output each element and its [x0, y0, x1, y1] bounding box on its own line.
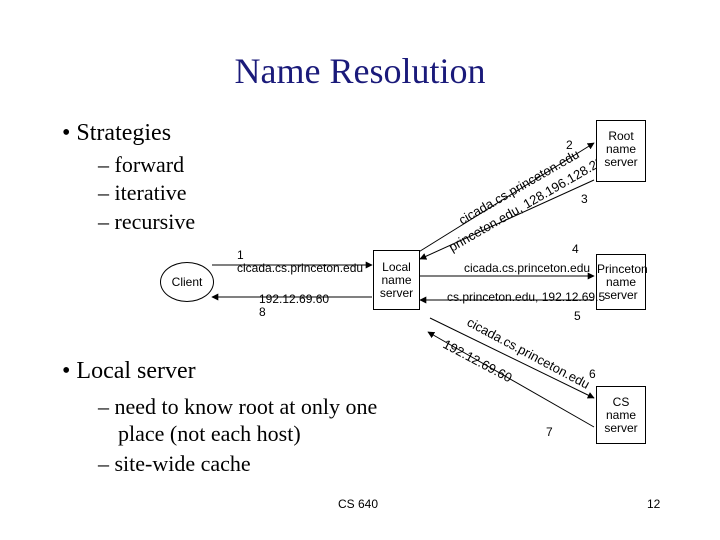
- step-5-number: 5: [574, 309, 581, 323]
- root-label-3: server: [604, 155, 638, 169]
- arrow-local-to-cs: [429, 317, 595, 399]
- step-6-number: 6: [589, 367, 596, 381]
- sub-bullet-cache: – site-wide cache: [98, 451, 251, 476]
- step-3-number: 3: [581, 192, 588, 206]
- step-4-label: cicada.cs.princeton.edu: [464, 261, 591, 275]
- princeton-label-2: name: [605, 275, 637, 289]
- step-7-number: 7: [546, 425, 553, 439]
- arrow-root-to-local: [419, 179, 595, 260]
- client-label: Client: [171, 275, 203, 289]
- local-label-2: name: [381, 273, 412, 287]
- step-4-number: 4: [572, 242, 579, 256]
- step-1-number: 1: [237, 248, 244, 262]
- local-name-server: Local name server: [373, 250, 420, 310]
- client-node: Client: [160, 262, 214, 302]
- cs-label-2: name: [605, 408, 637, 422]
- footer-course: CS 640: [338, 497, 379, 511]
- sub-bullet-recursive: – recursive: [98, 209, 196, 234]
- sub-bullet-need-root-cont: place (not each host): [118, 421, 301, 446]
- step-8-address: 192.12.69.60: [259, 292, 330, 306]
- arrow-local-to-root: [416, 142, 595, 254]
- step-2-number: 2: [566, 138, 573, 152]
- step-5-label: cs.princeton.edu, 192.12.69.5: [447, 290, 606, 304]
- step-8-number: 8: [259, 305, 266, 319]
- sub-bullet-need-root: – need to know root at only one: [98, 394, 378, 419]
- page-number: 12: [647, 497, 661, 511]
- root-name-server: Root name server: [596, 120, 646, 182]
- cs-label-3: server: [604, 421, 638, 435]
- local-label-3: server: [379, 286, 414, 300]
- princeton-name-server: Princeton name server: [596, 254, 648, 310]
- page-title: Name Resolution: [234, 51, 486, 91]
- bullet-local-server: • Local server: [62, 358, 196, 384]
- step-6-label: cicada.cs.princeton.edu: [465, 314, 593, 391]
- cs-name-server: CS name server: [596, 386, 646, 444]
- princeton-label-1: Princeton: [597, 262, 648, 276]
- bullet-strategies: • Strategies: [62, 120, 172, 146]
- step-1-label: cicada.cs.princeton.edu: [237, 261, 364, 275]
- root-label-2: name: [605, 142, 637, 156]
- princeton-label-3: server: [604, 288, 638, 302]
- root-label-1: Root: [608, 129, 634, 143]
- sub-bullet-iterative: – iterative: [98, 180, 187, 205]
- sub-bullet-forward: – forward: [98, 152, 185, 177]
- cs-label-1: CS: [612, 395, 630, 409]
- local-label-1: Local: [382, 260, 411, 274]
- arrow-cs-to-local: [427, 331, 595, 428]
